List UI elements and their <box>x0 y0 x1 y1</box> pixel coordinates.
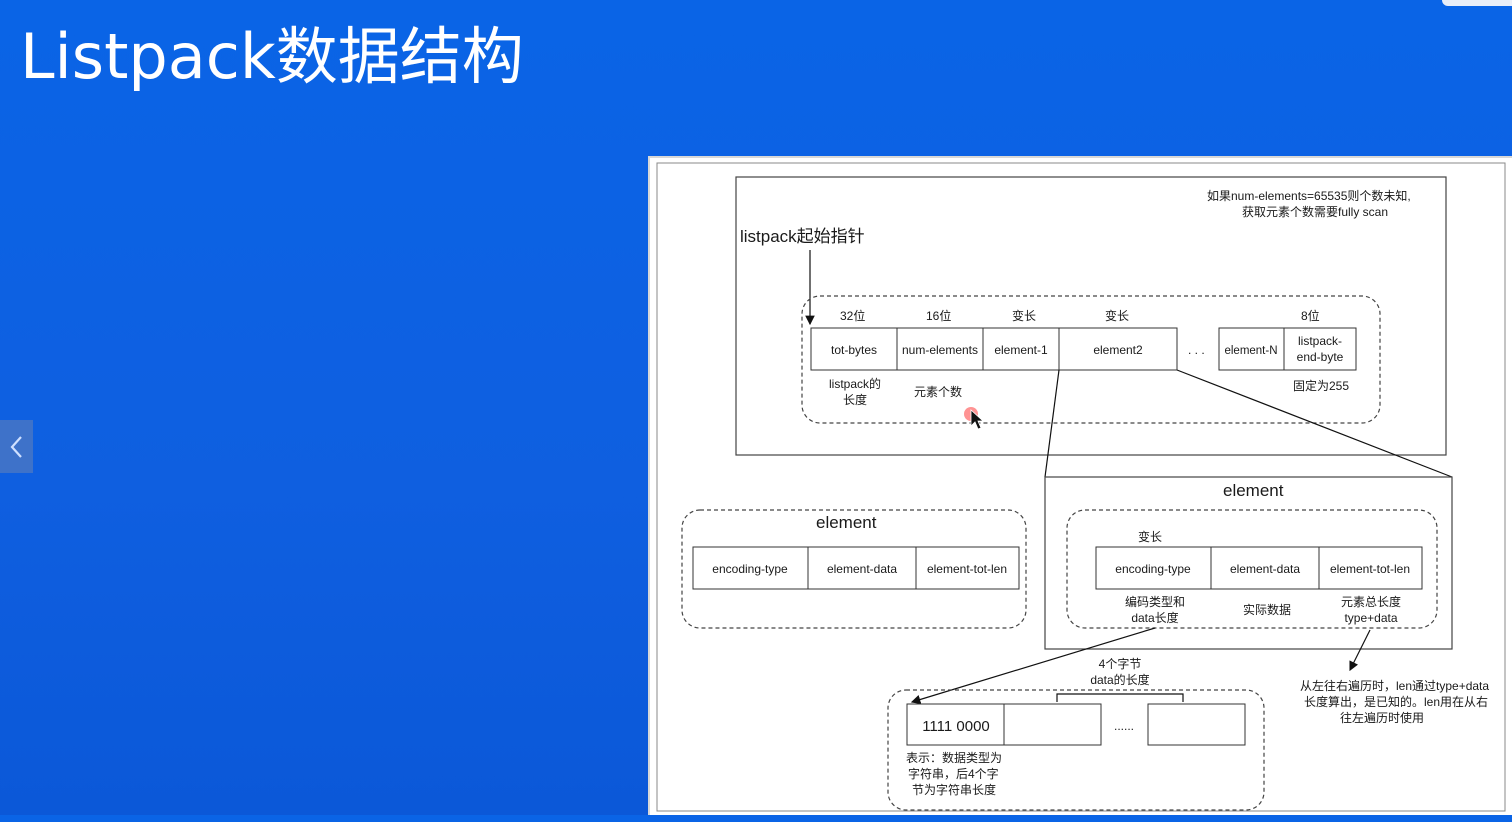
desc-count: 元素个数 <box>914 384 962 399</box>
traverse-note-3: 往左遍历时使用 <box>1340 710 1424 725</box>
width-element-1: 变长 <box>1012 308 1036 323</box>
width-num-elements: 16位 <box>926 308 951 323</box>
detail-desc-data: 实际数据 <box>1243 602 1291 617</box>
width-element2: 变长 <box>1105 308 1129 323</box>
simple-label-data: element-data <box>827 562 897 576</box>
simple-cell-data <box>807 546 917 590</box>
traverse-arrow <box>1349 629 1371 672</box>
byte-cell-second <box>1003 703 1102 746</box>
bytes-ellipsis: ...... <box>1114 719 1134 733</box>
label-element2: element2 <box>1093 343 1143 357</box>
label-end-byte-1: listpack- <box>1298 334 1342 348</box>
zoom-line-right <box>1176 369 1453 478</box>
slide-title: Listpack数据结构 <box>20 20 524 93</box>
cell-end-byte <box>1283 327 1357 371</box>
listpack-overview-box <box>735 176 1447 456</box>
bytes-desc-2: 字符串，后4个字 <box>908 766 999 781</box>
listpack-diagram: 如果num-elements=65535则个数未知, 获取元素个数需要fully… <box>648 156 1512 815</box>
header-ellipsis: . . . <box>1188 343 1205 357</box>
traverse-note-1: 从左往右遍历时，len通过type+data <box>1300 678 1489 693</box>
cell-num-elements <box>896 327 984 371</box>
detail-desc-totlen-2: type+data <box>1344 611 1397 625</box>
detail-desc-totlen-1: 元素总长度 <box>1341 594 1401 609</box>
byte-cell-first <box>906 703 1005 746</box>
note-top-line-2: 获取元素个数需要fully scan <box>1242 204 1388 219</box>
bytes-desc-1: 表示：数据类型为 <box>906 750 1002 765</box>
header-dashed-group <box>801 295 1381 424</box>
label-end-byte-2: end-byte <box>1297 350 1344 364</box>
desc-len-2: 长度 <box>843 392 867 407</box>
label-element-n: element-N <box>1224 345 1277 357</box>
bytes-desc-3: 节为字符串长度 <box>912 782 996 797</box>
start-pointer-label: listpack起始指针 <box>740 227 865 246</box>
cell-element-n <box>1218 327 1285 371</box>
bytes-dashed-group <box>887 689 1265 811</box>
bytes-label-1: 4个字节 <box>1099 656 1142 671</box>
byte-first-value: 1111 0000 <box>922 718 990 735</box>
label-element-1: element-1 <box>994 343 1048 357</box>
byte-cell-last <box>1147 703 1246 746</box>
element-detail-box <box>1044 476 1453 650</box>
element-simple-dashed <box>681 509 1027 629</box>
width-end-byte: 8位 <box>1301 308 1320 323</box>
element-detail-dashed <box>1066 509 1438 629</box>
bytes-label-2: data的长度 <box>1090 672 1149 687</box>
label-tot-bytes: tot-bytes <box>831 343 877 357</box>
detail-label-totlen: element-tot-len <box>1330 562 1410 576</box>
outer-frame <box>656 162 1506 812</box>
detail-label-encoding: encoding-type <box>1115 562 1191 576</box>
simple-cell-totlen <box>915 546 1020 590</box>
prev-slide-button[interactable] <box>0 420 33 473</box>
bytes-brace <box>1056 693 1184 702</box>
chevron-left-icon <box>10 435 22 458</box>
label-num-elements: num-elements <box>902 343 978 357</box>
element-detail-title: element <box>1223 481 1284 500</box>
element-simple-title: element <box>816 513 877 532</box>
diagram-canvas: 如果num-elements=65535则个数未知, 获取元素个数需要fully… <box>656 162 1506 812</box>
watermark: @稀土掘金技术社区 <box>1347 775 1492 794</box>
zoom-line-left <box>1044 369 1060 478</box>
detail-label-data: element-data <box>1230 562 1300 576</box>
cell-tot-bytes <box>810 327 898 371</box>
traverse-note-2: 长度算出，是已知的。len用在从右 <box>1304 694 1488 709</box>
desc-end: 固定为255 <box>1293 378 1349 393</box>
detail-desc-encoding-2: data长度 <box>1131 610 1178 625</box>
element-detail-var: 变长 <box>1138 529 1162 544</box>
cell-element2 <box>1058 327 1178 371</box>
simple-label-encoding: encoding-type <box>712 562 788 576</box>
detail-cell-data <box>1210 546 1320 590</box>
detail-cell-encoding <box>1095 546 1212 590</box>
corner-tab[interactable] <box>1442 0 1512 6</box>
detail-cell-totlen <box>1318 546 1423 590</box>
mouse-pointer-icon <box>964 407 985 430</box>
desc-len-1: listpack的 <box>829 376 881 391</box>
bytes-arrow <box>910 627 1156 705</box>
note-top-line-1: 如果num-elements=65535则个数未知, <box>1207 188 1411 203</box>
simple-cell-encoding <box>692 546 809 590</box>
detail-desc-encoding-1: 编码类型和 <box>1125 594 1185 609</box>
width-tot-bytes: 32位 <box>840 308 865 323</box>
simple-label-totlen: element-tot-len <box>927 562 1007 576</box>
